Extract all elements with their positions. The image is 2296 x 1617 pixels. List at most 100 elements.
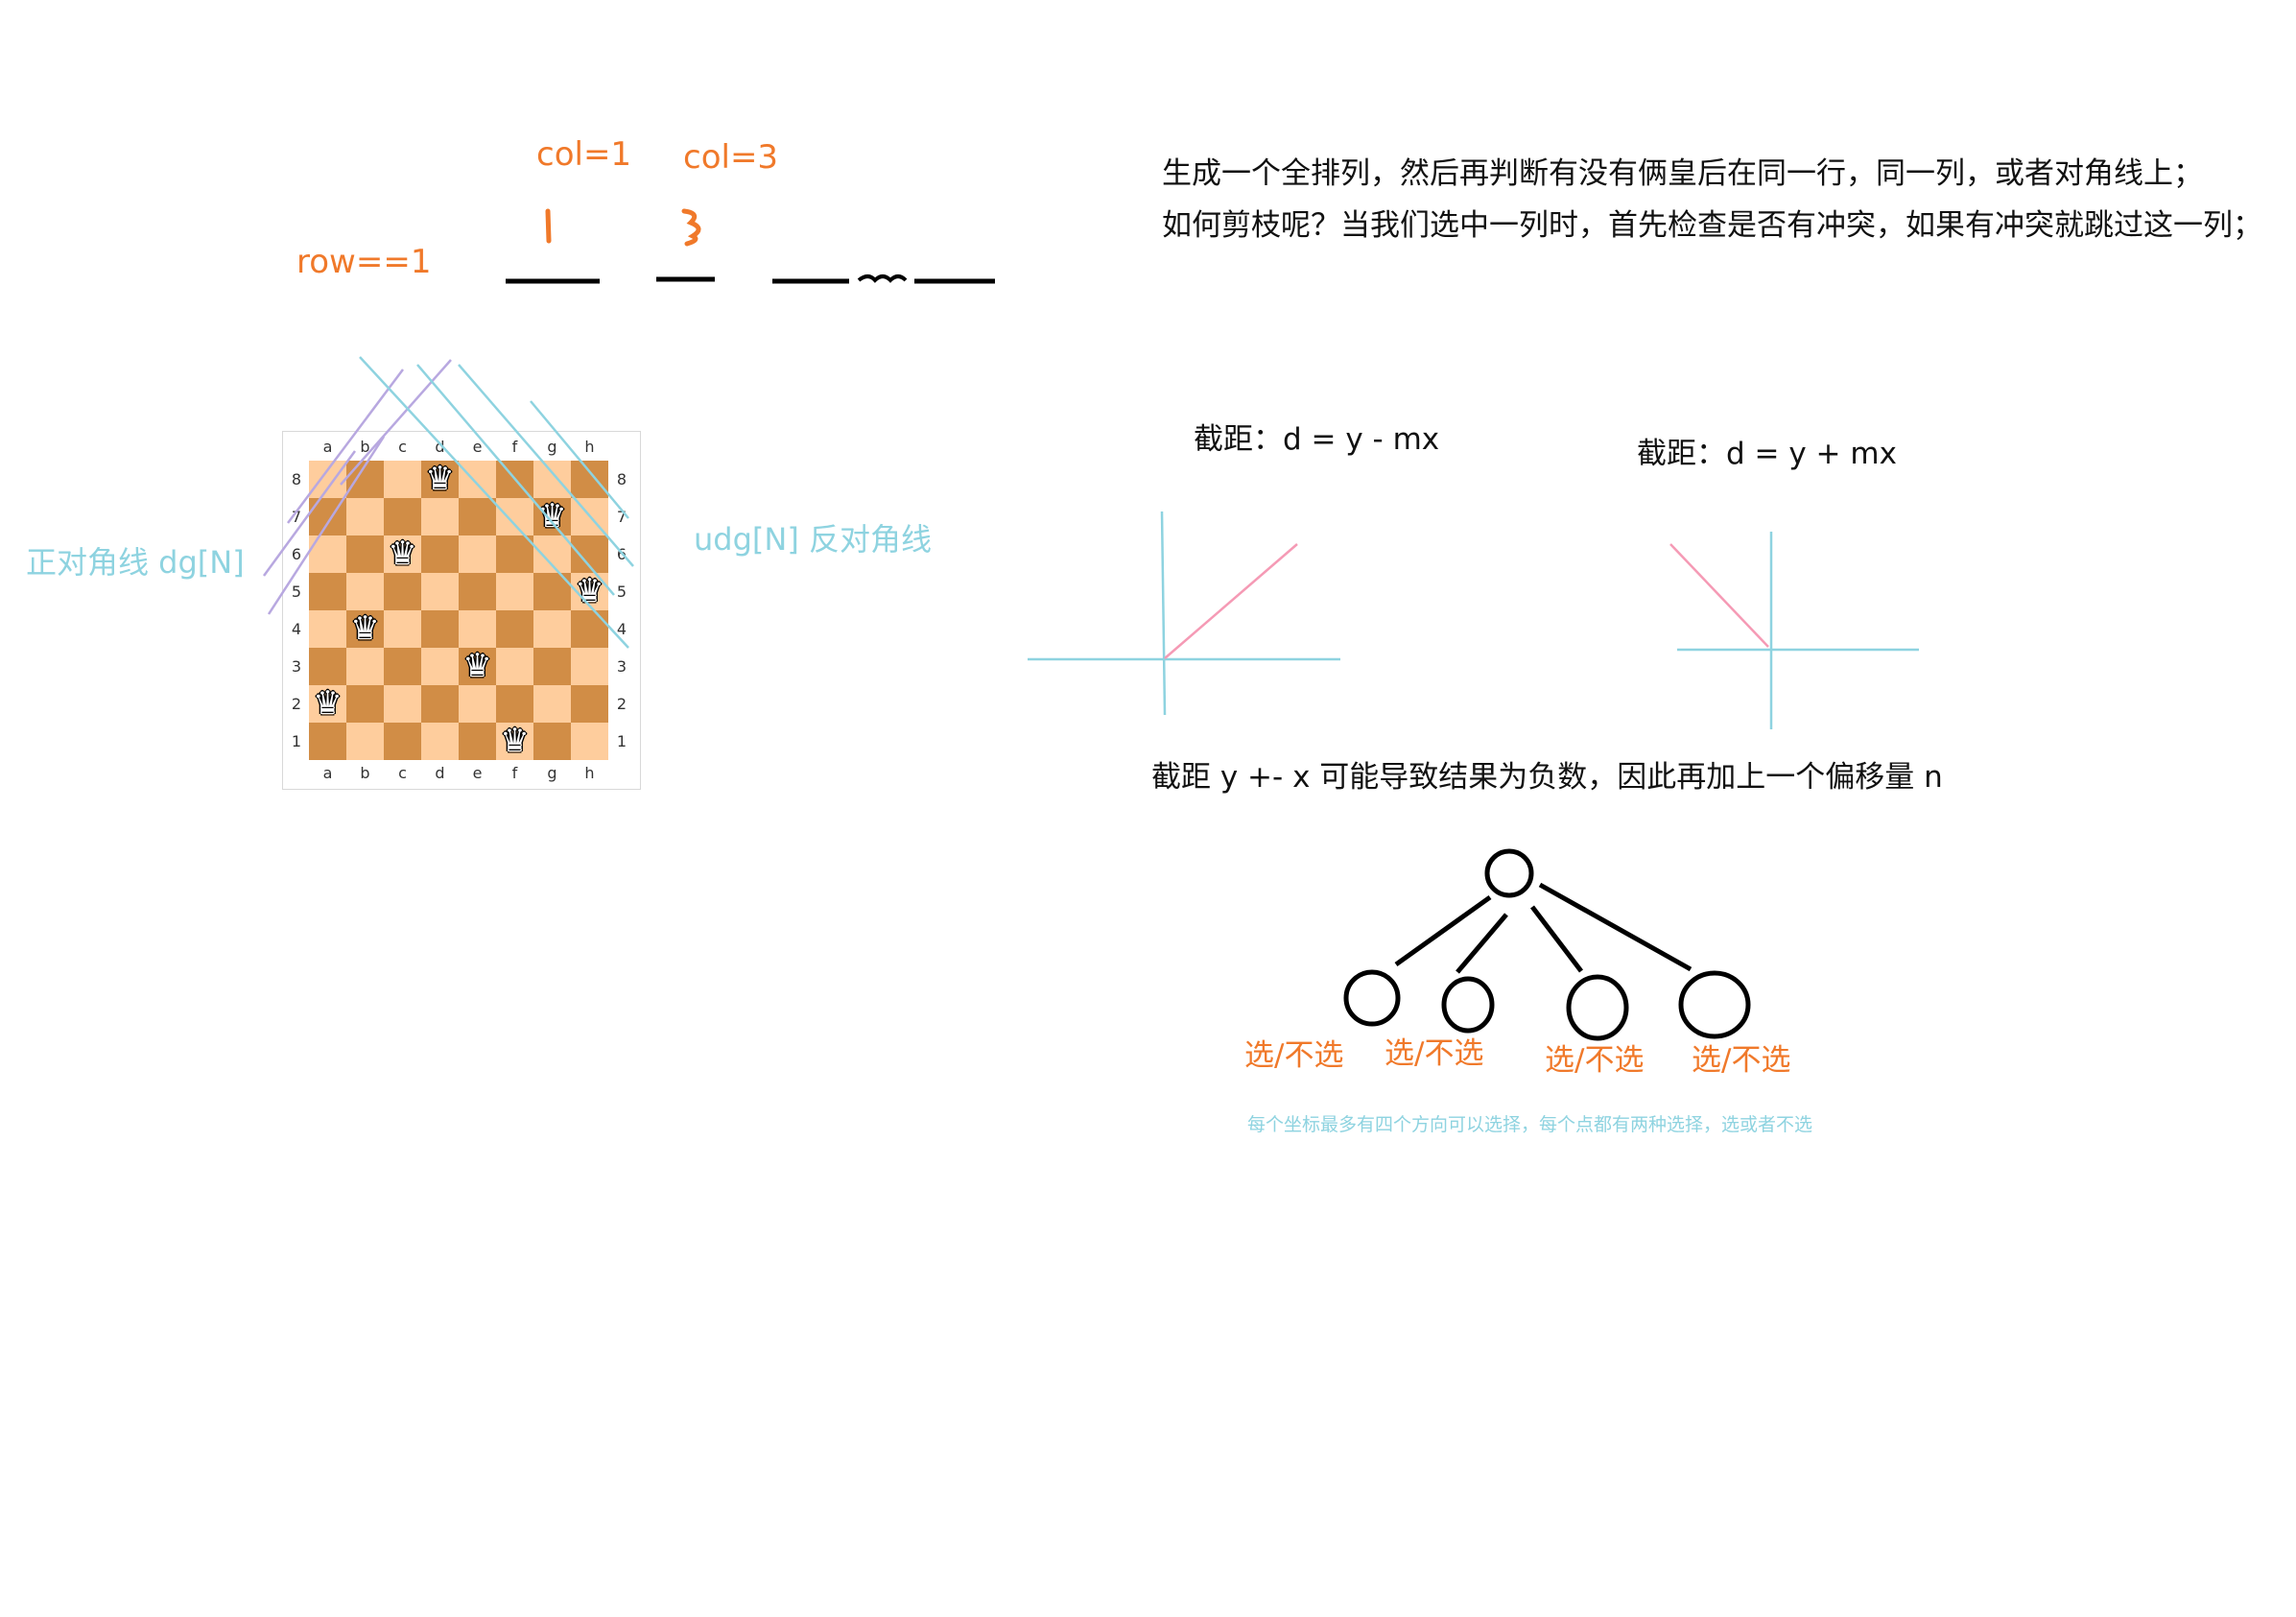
note-line-2: 如何剪枝呢？当我们选中一列时，首先检查是否有冲突，如果有冲突就跳过这一列； <box>1162 208 2262 243</box>
board-square-d4 <box>421 610 459 648</box>
intercept-left-label: 截距：d = y - mx <box>1194 422 1440 457</box>
board-square-a7 <box>309 498 346 535</box>
offset-note: 截距 y +- x 可能导致结果为负数，因此再加上一个偏移量 n <box>1151 760 1943 795</box>
tree-edge <box>1538 882 1692 972</box>
main-diagonal-label: 正对角线 dg[N] <box>26 544 245 581</box>
file-label-bottom: e <box>472 764 483 782</box>
board-square-c7 <box>384 498 421 535</box>
file-label-bottom: d <box>435 764 445 782</box>
rank-label-right: 7 <box>616 508 627 526</box>
board-square-f8 <box>496 461 533 498</box>
tree-edge <box>1530 905 1583 973</box>
chess-queen-icon: ♛ <box>313 684 343 723</box>
col1-label: col=1 <box>536 135 632 174</box>
board-square-g5 <box>533 573 571 610</box>
rank-label-left: 7 <box>291 508 302 526</box>
board-square-e8 <box>459 461 496 498</box>
board-square-g3 <box>533 648 571 685</box>
intercept-right-label: 截距：d = y + mx <box>1637 437 1897 471</box>
tree-child-node <box>1343 969 1401 1027</box>
chess-queen-icon: ♛ <box>462 647 492 685</box>
file-label-bottom: c <box>398 764 407 782</box>
rank-label-left: 2 <box>291 695 302 713</box>
tree-edge <box>1456 913 1508 974</box>
board-square-f4 <box>496 610 533 648</box>
rank-label-left: 5 <box>291 583 302 601</box>
board-square-g6 <box>533 535 571 573</box>
file-label-top: b <box>360 438 370 456</box>
tree-child-label-3: 选/不选 <box>1545 1043 1645 1078</box>
rank-label-right: 2 <box>616 695 627 713</box>
tree-child-label-1: 选/不选 <box>1244 1038 1344 1073</box>
board-square-d3 <box>421 648 459 685</box>
chess-queen-icon: ♛ <box>425 460 455 498</box>
rank-label-left: 3 <box>291 657 302 676</box>
board-square-b5 <box>346 573 384 610</box>
chess-queen-icon: ♛ <box>500 722 530 760</box>
file-label-top: e <box>472 438 483 456</box>
board-square-e1 <box>459 723 496 760</box>
board-square-g8 <box>533 461 571 498</box>
board-square-h6 <box>571 535 608 573</box>
board-square-d1 <box>421 723 459 760</box>
anti-diagonal-label: udg[N] 反对角线 <box>694 521 932 558</box>
rank-label-right: 8 <box>616 470 627 488</box>
tree-caption: 每个坐标最多有四个方向可以选择，每个点都有两种选择，选或者不选 <box>1247 1114 1813 1135</box>
rank-label-left: 8 <box>291 470 302 488</box>
board-square-c3 <box>384 648 421 685</box>
rank-label-right: 4 <box>616 620 627 638</box>
board-square-a1 <box>309 723 346 760</box>
board-square-f1 <box>496 723 533 760</box>
tree-root-node <box>1484 848 1534 898</box>
file-label-bottom: h <box>584 764 595 782</box>
note-line-1: 生成一个全排列，然后再判断有没有俩皇后在同一行，同一列，或者对角线上； <box>1162 156 2203 191</box>
board-square-d6 <box>421 535 459 573</box>
board-square-e3 <box>459 648 496 685</box>
rank-label-left: 6 <box>291 545 302 563</box>
board-square-b6 <box>346 535 384 573</box>
chess-queen-icon: ♛ <box>388 535 417 573</box>
board-square-b8 <box>346 461 384 498</box>
file-label-bottom: g <box>547 764 557 782</box>
board-square-b3 <box>346 648 384 685</box>
rank-label-left: 1 <box>291 732 302 750</box>
board-square-c1 <box>384 723 421 760</box>
board-square-b2 <box>346 685 384 723</box>
file-label-bottom: b <box>360 764 370 782</box>
board-square-d7 <box>421 498 459 535</box>
file-label-top: a <box>322 438 333 456</box>
board-square-d2 <box>421 685 459 723</box>
board-square-a4 <box>309 610 346 648</box>
file-label-top: f <box>511 438 518 456</box>
board-square-e7 <box>459 498 496 535</box>
board-square-c8 <box>384 461 421 498</box>
board-square-h3 <box>571 648 608 685</box>
rank-label-right: 1 <box>616 732 627 750</box>
file-label-top: h <box>584 438 595 456</box>
board-square-e5 <box>459 573 496 610</box>
board-square-h7 <box>571 498 608 535</box>
board-square-c5 <box>384 573 421 610</box>
board-square-a3 <box>309 648 346 685</box>
board-square-f5 <box>496 573 533 610</box>
chess-queen-icon: ♛ <box>537 497 567 535</box>
board-square-h4 <box>571 610 608 648</box>
board-square-e2 <box>459 685 496 723</box>
board-square-b7 <box>346 498 384 535</box>
negative-slope-line <box>1669 543 1769 648</box>
y-axis <box>1160 511 1167 716</box>
board-square-c2 <box>384 685 421 723</box>
chess-queen-icon: ♛ <box>350 609 380 648</box>
board-square-a2 <box>309 685 346 723</box>
file-label-top: g <box>547 438 557 456</box>
file-label-top: d <box>435 438 445 456</box>
tree-child-node <box>1678 970 1751 1039</box>
board-square-a8 <box>309 461 346 498</box>
tree-edge <box>1394 894 1492 967</box>
board-square-h8 <box>571 461 608 498</box>
board-square-f7 <box>496 498 533 535</box>
rank-label-right: 6 <box>616 545 627 563</box>
board-square-f6 <box>496 535 533 573</box>
board-square-g1 <box>533 723 571 760</box>
